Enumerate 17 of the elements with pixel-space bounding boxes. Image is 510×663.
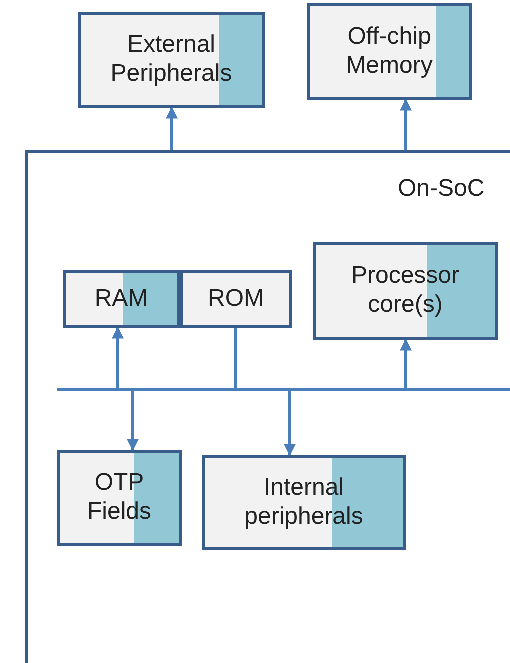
component-box: Processor core(s) <box>313 242 498 340</box>
component-box: OTP Fields <box>57 450 182 546</box>
soc-frame <box>25 150 510 663</box>
component-box: External Peripherals <box>78 12 265 108</box>
bus-bar <box>57 388 510 391</box>
arrow <box>112 326 124 388</box>
arrow <box>166 106 178 150</box>
component-box: RAM <box>63 270 180 328</box>
connector-line <box>234 328 238 388</box>
arrow <box>400 338 412 388</box>
arrow <box>127 391 139 452</box>
component-box: Off-chip Memory <box>307 3 472 100</box>
frame-title: On-SoC <box>398 175 485 203</box>
arrow <box>400 98 412 150</box>
component-box: ROM <box>180 270 292 328</box>
arrow <box>284 391 296 456</box>
component-box: Internal peripherals <box>202 455 406 550</box>
